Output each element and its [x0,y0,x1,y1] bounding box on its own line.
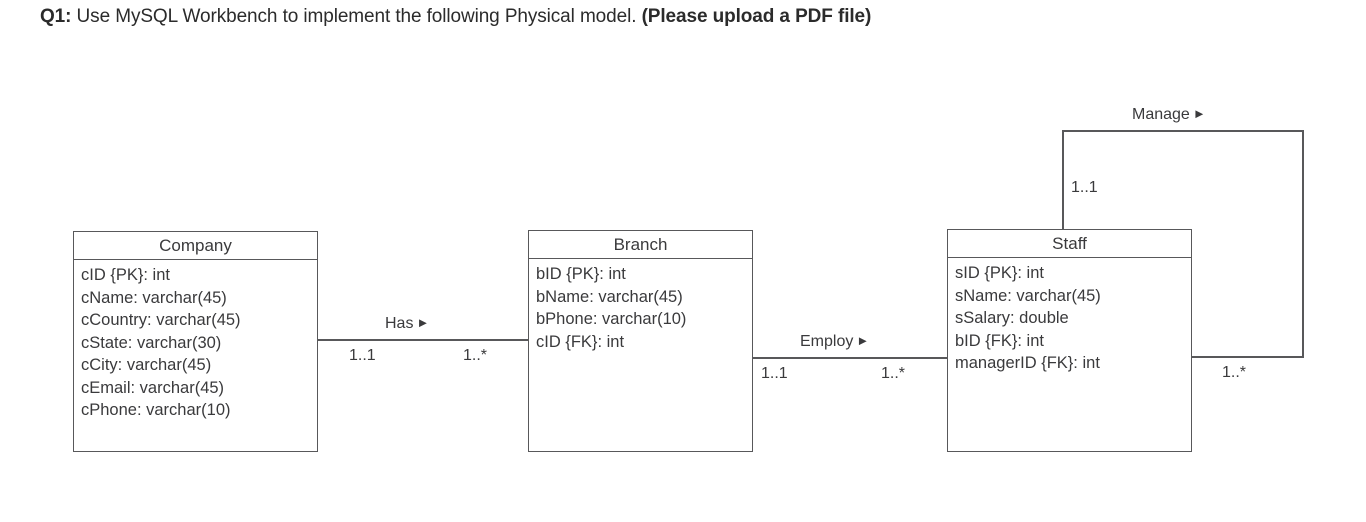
question-number: Q1: [40,6,72,27]
relationship-label-employ: Employ► [800,332,869,351]
relationship-label-has: Has► [385,314,429,333]
attribute-row: sID {PK}: int [955,264,1044,282]
multiplicity-has-target: 1..* [463,347,488,364]
relationship-label-manage: Manage► [1132,105,1206,124]
multiplicity-manage-target: 1..* [1222,364,1247,381]
entity-company-attributes: cID {PK}: int cName: varchar(45) cCountr… [74,260,317,422]
attribute-row: managerID {FK}: int [955,354,1100,372]
entity-branch[interactable]: Branch bID {PK}: int bName: varchar(45) … [528,230,753,452]
attribute-row: cState: varchar(30) [81,333,222,352]
attribute-row: bID {PK}: int [536,265,626,283]
attribute-row: cPhone: varchar(10) [81,401,231,419]
relationship-name: Employ [800,333,854,350]
attribute-row: cID {FK}: int [536,332,625,351]
attribute-row: bID {FK}: int [955,331,1044,350]
entity-staff[interactable]: Staff sID {PK}: int sName: varchar(45) s… [947,229,1192,452]
attribute-row: bPhone: varchar(10) [536,310,687,328]
entity-staff-title: Staff [948,230,1191,258]
attribute-row: cCountry: varchar(45) [81,311,241,329]
relationship-direction-arrow-icon: ► [1192,106,1206,121]
attribute-row: cEmail: varchar(45) [81,378,225,397]
multiplicity-employ-source: 1..1 [761,365,788,382]
entity-company-title: Company [74,232,317,260]
multiplicity-manage-source: 1..1 [1071,179,1098,196]
relationship-direction-arrow-icon: ► [856,333,870,348]
entity-branch-title: Branch [529,231,752,259]
entity-branch-attributes: bID {PK}: int bName: varchar(45) bPhone:… [529,259,752,353]
question-submission-note: (Please upload a PDF file) [641,6,872,27]
attribute-row: sName: varchar(45) [955,286,1101,305]
attribute-row: cID {PK}: int [81,266,170,284]
attribute-row: sSalary: double [955,309,1069,327]
connector-staff-manage-loop [1062,130,1304,358]
multiplicity-has-source: 1..1 [349,347,376,364]
attribute-row: cName: varchar(45) [81,288,227,307]
entity-staff-attributes: sID {PK}: int sName: varchar(45) sSalary… [948,258,1191,375]
question-heading: Q1: Use MySQL Workbench to implement the… [40,4,871,30]
question-text: Use MySQL Workbench to implement the fol… [71,6,642,27]
attribute-row: bName: varchar(45) [536,287,683,306]
entity-company[interactable]: Company cID {PK}: int cName: varchar(45)… [73,231,318,452]
relationship-direction-arrow-icon: ► [416,315,430,330]
multiplicity-employ-target: 1..* [881,365,906,382]
attribute-row: cCity: varchar(45) [81,356,212,374]
relationship-name: Manage [1132,106,1190,123]
relationship-name: Has [385,315,414,332]
